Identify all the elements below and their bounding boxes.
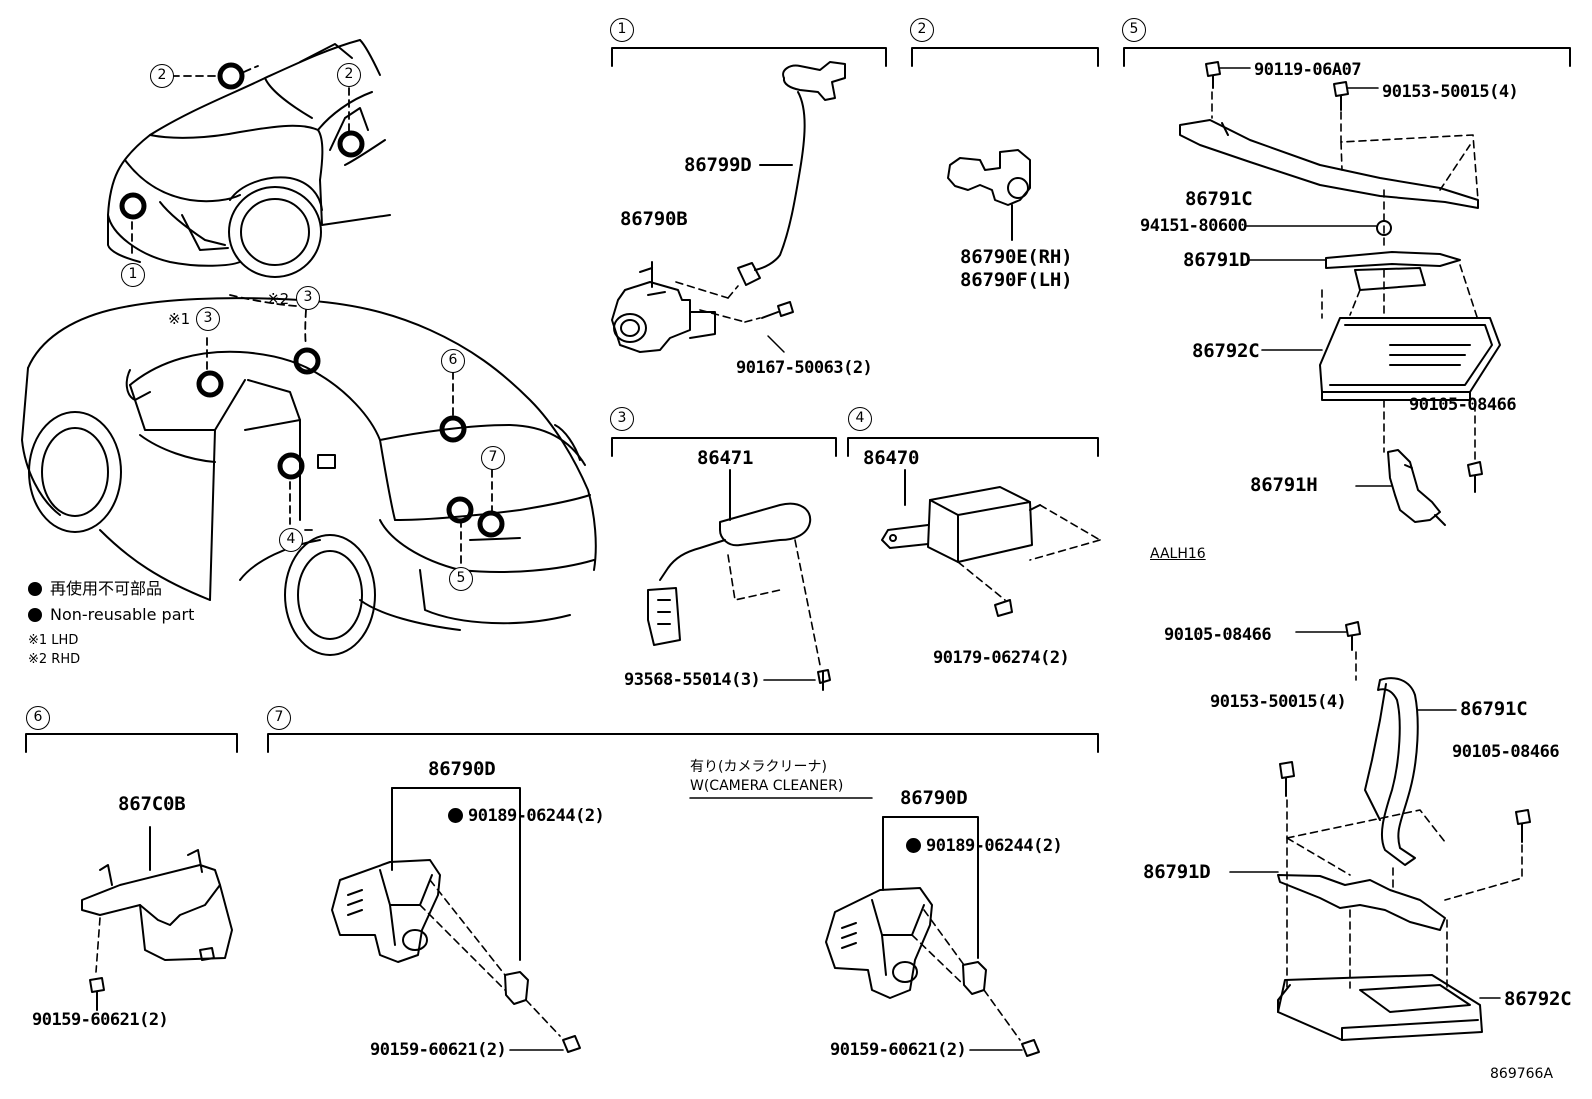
section4-dashed [957,504,1101,601]
section5-dashed [1211,91,1479,461]
label-90179-06274: 90179-06274(2) [933,648,1070,668]
section7-dashed [419,879,1021,1041]
part-86791H-bracket [1387,449,1446,526]
callout-6-rear: 6 [441,349,465,373]
label-90189-06244-left: 90189-06244(2) [448,806,605,826]
section-2-number: 2 [910,18,934,42]
legend-note-lhd: ※1 LHD [28,633,79,648]
label-leaders [509,67,1501,1051]
label-86791D-lower: 86791D [1143,861,1211,883]
front-vehicle-illustration [107,39,391,278]
section-6-number: 6 [26,706,50,730]
callout-2-front-left: 2 [150,64,174,88]
label-90159-60621-left: 90159-60621(2) [370,1040,507,1060]
callout-5-rear: 5 [449,567,473,591]
label-86790B: 86790B [620,208,688,230]
part-90167-bolt [761,301,794,319]
label-86791C-lower: 86791C [1460,698,1528,720]
section-1-number: 1 [610,18,634,42]
mark-rhd: ※2 [267,290,290,308]
camera-cleaner-jp: 有り(カメラクリーナ) [690,759,827,775]
part-86790D-left [331,787,581,1053]
rear-vehicle-illustration [21,297,597,656]
legend-non-reusable-en: Non-reusable part [28,605,194,625]
section-brackets [25,47,1571,753]
part-86790E-camera [947,149,1031,241]
section-4-number: 4 [848,407,872,431]
callout-3-rhd: 3 [296,286,320,310]
diagram-code: 869766A [1490,1066,1554,1082]
section-3-number: 3 [610,407,634,431]
label-90105-08466-right: 90105-08466 [1452,742,1560,762]
non-reusable-dot-icon [906,838,921,853]
label-86470: 86470 [863,447,920,469]
filled-dot-icon [28,582,42,596]
part-86791C-lower [1364,677,1419,866]
vehicle-leader-lines [131,65,493,564]
label-90189-06244-right: 90189-06244(2) [906,836,1063,856]
part-86471-bracket [647,469,831,691]
mark-lhd: ※1 [168,310,191,328]
part-86799D-harness [737,61,846,286]
part-86792C-upper-ecu [1319,317,1501,401]
sensor-location-rings [119,62,505,538]
label-86799D: 86799D [684,154,752,176]
part-86790B-camera [611,261,716,353]
label-90105-08466-lower: 90105-08466 [1164,625,1272,645]
label-86792C-lower: 86792C [1504,988,1572,1010]
label-94151-80600: 94151-80600 [1140,216,1248,236]
callout-7-rear: 7 [481,446,505,470]
non-reusable-dot-icon [448,808,463,823]
label-90167-50063: 90167-50063(2) [736,358,873,378]
section5-fasteners [1205,61,1483,493]
label-86791D-upper: 86791D [1183,249,1251,271]
section-7-number: 7 [267,706,291,730]
camera-cleaner-en: W(CAMERA CLEANER) [690,778,844,794]
callout-4-rear: 4 [279,528,303,552]
legend-non-reusable-jp: 再使用不可部品 [28,579,162,599]
part-86791C-upper [1179,119,1479,209]
label-86791H: 86791H [1250,474,1318,496]
part-86791D-upper [1325,251,1461,291]
label-867C0B: 867C0B [118,793,186,815]
label-93568-55014: 93568-55014(3) [624,670,761,690]
area-code: AALH16 [1150,546,1206,562]
section1-dashed [675,281,761,323]
label-90119-06A07: 90119-06A07 [1254,60,1362,80]
callout-1-front: 1 [121,263,145,287]
callout-3-lhd: 3 [196,307,220,331]
section5-lower-dashed [1286,651,1523,991]
part-86792C-lower-ecu [1277,974,1483,1041]
label-86790D-left: 86790D [428,758,496,780]
label-86790D-right: 86790D [900,787,968,809]
section-5-number: 5 [1122,18,1146,42]
label-90105-08466-upper: 90105-08466 [1409,395,1517,415]
filled-dot-icon [28,608,42,622]
callout-2-front-right: 2 [337,63,361,87]
part-86470-ecu [881,469,1041,617]
label-86790E: 86790E(RH) [960,246,1073,268]
label-86790F: 86790F(LH) [960,269,1073,291]
label-86791C-upper: 86791C [1185,188,1253,210]
part-86791D-lower [1277,874,1446,931]
section3-dashed [727,539,821,666]
legend-note-rhd: ※2 RHD [28,652,81,667]
label-86792C-upper: 86792C [1192,340,1260,362]
label-86471: 86471 [697,447,754,469]
label-90153-50015-lower: 90153-50015(4) [1210,692,1347,712]
label-90159-60621-right: 90159-60621(2) [830,1040,967,1060]
part-867C0B-bracket [81,826,233,1011]
label-90159-60621-s6: 90159-60621(2) [32,1010,169,1030]
label-90153-50015-upper: 90153-50015(4) [1382,82,1519,102]
section5-lower-fasteners [1279,621,1531,843]
